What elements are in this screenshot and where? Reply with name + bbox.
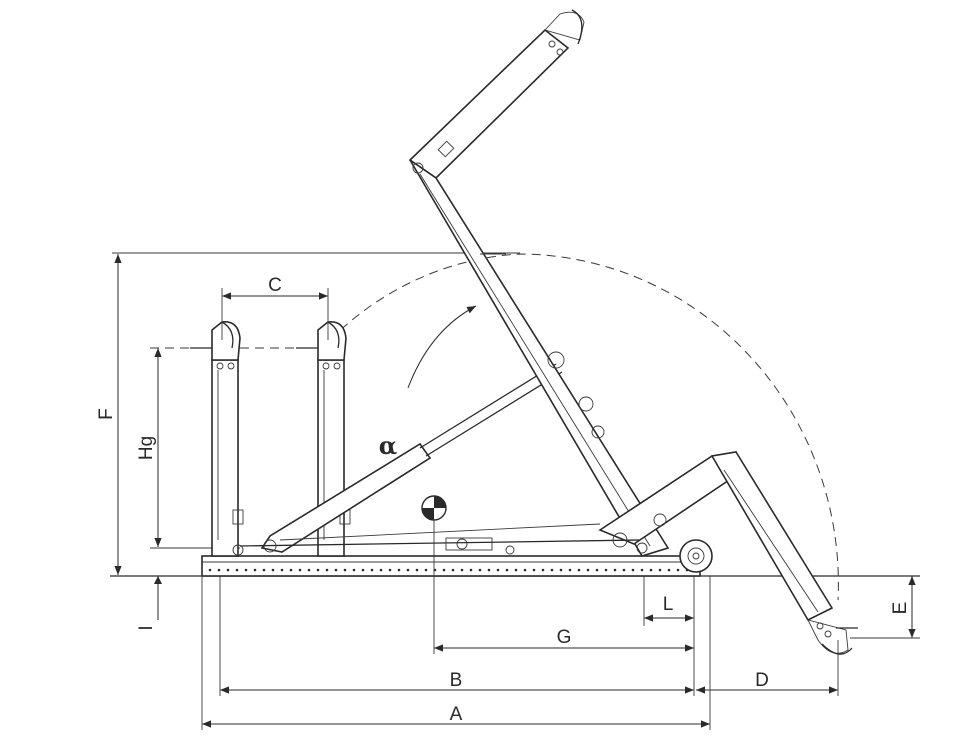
base-linkage <box>232 523 648 556</box>
rail-hole <box>361 568 365 572</box>
rail-hole <box>406 568 410 572</box>
raised-main-arm <box>408 9 670 557</box>
rail-hole <box>604 568 608 572</box>
rail-hole <box>352 568 356 572</box>
rail-hole <box>442 568 446 572</box>
rail-hole <box>676 568 680 572</box>
rail-hole <box>244 568 248 572</box>
rail-hole <box>532 568 536 572</box>
rail-hole <box>208 568 212 572</box>
rail-hole <box>577 568 581 572</box>
label-alpha: α <box>379 431 397 460</box>
rail-hole <box>397 568 401 572</box>
label-g: G <box>557 627 572 648</box>
tilted-arm <box>598 451 858 655</box>
label-hg: Hg <box>136 436 157 460</box>
rail-hole <box>316 568 320 572</box>
label-e: E <box>890 602 911 615</box>
label-d: D <box>755 670 769 691</box>
rail-hole <box>271 568 275 572</box>
rail-hole <box>541 568 545 572</box>
rail-hole <box>343 568 347 572</box>
rail-hole <box>595 568 599 572</box>
rail-hole <box>505 568 509 572</box>
rail-hole <box>523 568 527 572</box>
rail-hole <box>487 568 491 572</box>
rear-roller <box>679 539 713 573</box>
label-i: I <box>136 625 157 630</box>
rail-hole <box>496 568 500 572</box>
rail-hole <box>217 568 221 572</box>
rail-hole <box>253 568 257 572</box>
rail-hole <box>424 568 428 572</box>
rail-hole <box>568 568 572 572</box>
rail-hole <box>379 568 383 572</box>
stowed-arm-rear <box>190 321 244 557</box>
rail-hole <box>298 568 302 572</box>
rail-hole <box>370 568 374 572</box>
rail-hole <box>640 568 644 572</box>
rail-hole <box>451 568 455 572</box>
rail-hole <box>667 568 671 572</box>
rail-hole <box>235 568 239 572</box>
rail-hole <box>460 568 464 572</box>
label-c: C <box>268 275 282 296</box>
rail-hole <box>514 568 518 572</box>
rail-hole <box>469 568 473 572</box>
swing-arc <box>329 253 839 601</box>
rail-hole <box>307 568 311 572</box>
rail-hole <box>649 568 653 572</box>
rail-hole <box>262 568 266 572</box>
rail-hole <box>388 568 392 572</box>
rail-hole <box>631 568 635 572</box>
rail-hole <box>559 568 563 572</box>
rail-hole <box>658 568 662 572</box>
rail-hole <box>280 568 284 572</box>
rail-hole <box>325 568 329 572</box>
centre-of-gravity-symbol <box>421 495 447 521</box>
label-l: L <box>663 594 674 615</box>
rail-hole <box>613 568 617 572</box>
subframe <box>201 555 701 577</box>
label-a: A <box>450 704 463 725</box>
rail-hole <box>622 568 626 572</box>
rail-hole <box>586 568 590 572</box>
rail-hole <box>415 568 419 572</box>
label-f: F <box>96 408 117 420</box>
rail-hole <box>334 568 338 572</box>
rail-hole <box>478 568 482 572</box>
rail-hole <box>550 568 554 572</box>
rail-hole <box>226 568 230 572</box>
label-b: B <box>450 670 463 691</box>
rotation-arrow <box>407 305 477 389</box>
hydraulic-cylinder <box>260 363 563 553</box>
rail-hole <box>289 568 293 572</box>
